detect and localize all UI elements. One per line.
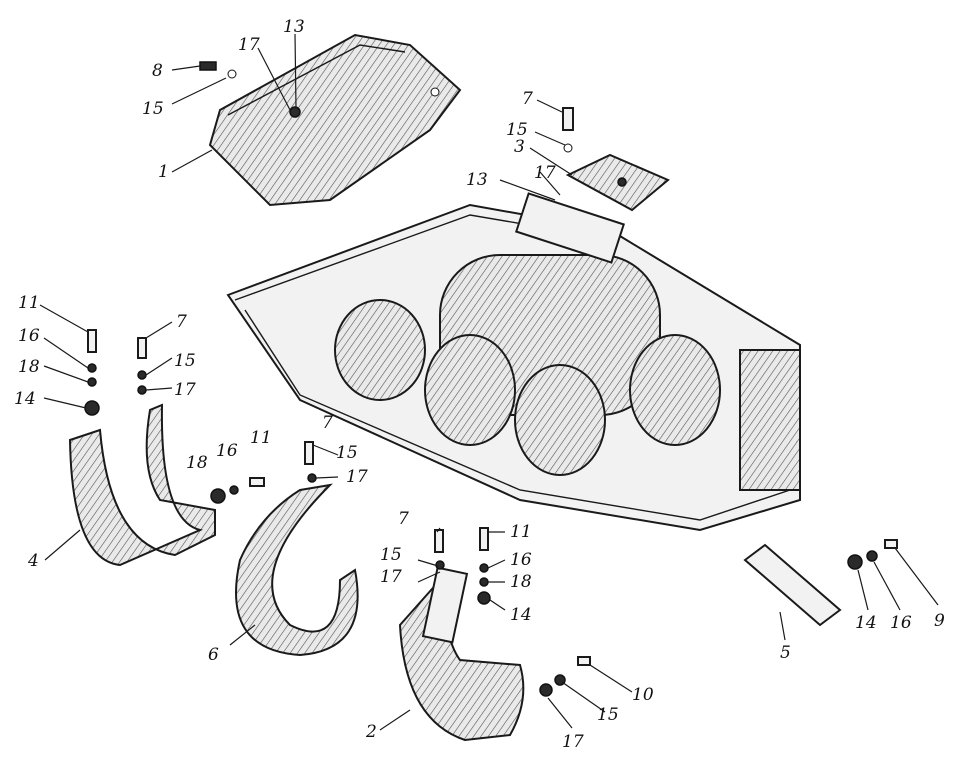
callout-15-bottom: 15 — [597, 705, 619, 725]
callout-14-left: 14 — [14, 389, 36, 409]
callout-3: 3 — [514, 137, 525, 157]
callout-15-right: 15 — [506, 120, 528, 140]
callout-18-lower: 18 — [510, 572, 532, 592]
callout-16-lower: 16 — [510, 550, 532, 570]
callout-labels: 1 2 3 4 5 6 7 7 7 7 8 9 10 11 11 11 13 1… — [14, 17, 945, 752]
callout-1: 1 — [158, 162, 169, 182]
callout-16-left: 16 — [18, 326, 40, 346]
callout-4: 4 — [27, 551, 39, 571]
callout-11-center: 11 — [250, 428, 272, 448]
callout-17-center: 17 — [346, 467, 368, 487]
callout-17-bottom: 17 — [562, 732, 584, 752]
part-3-plate — [565, 153, 670, 212]
leader-lines — [39, 33, 939, 731]
callout-15-top: 15 — [142, 99, 164, 119]
part-6-u-channel — [235, 483, 359, 657]
part-main-frame — [226, 192, 801, 532]
callout-13-right: 13 — [466, 170, 488, 190]
callout-15-lower: 15 — [380, 545, 402, 565]
part-4-housing — [68, 403, 216, 567]
callout-15-center: 15 — [336, 443, 358, 463]
callout-16-right: 16 — [890, 613, 912, 633]
callout-17-left: 17 — [174, 380, 196, 400]
callout-13-top: 13 — [283, 17, 305, 37]
callout-16-center: 16 — [216, 441, 238, 461]
callout-5: 5 — [780, 643, 791, 663]
callout-2: 2 — [365, 722, 377, 742]
callout-10: 10 — [632, 685, 654, 705]
callout-14-right: 14 — [855, 613, 877, 633]
callout-7-left: 7 — [176, 312, 187, 332]
callout-6: 6 — [208, 645, 219, 665]
callout-11-lower: 11 — [510, 522, 532, 542]
fasteners — [84, 61, 898, 697]
callout-8: 8 — [152, 61, 163, 81]
part-1-cover-plate — [208, 33, 462, 207]
callout-18-center: 18 — [186, 453, 208, 473]
callout-9: 9 — [934, 611, 945, 631]
callout-18-left: 18 — [18, 357, 40, 377]
callout-7-lower: 7 — [398, 509, 409, 529]
callout-17-lower: 17 — [380, 567, 402, 587]
callout-7-top: 7 — [522, 89, 533, 109]
callout-14-lower: 14 — [510, 605, 532, 625]
part-5-bracket — [743, 543, 842, 627]
callout-11-left: 11 — [18, 293, 40, 313]
callout-7-center: 7 — [322, 413, 333, 433]
part-2-housing — [398, 566, 525, 742]
callout-15-left: 15 — [174, 351, 196, 371]
callout-17-right: 17 — [534, 163, 556, 183]
callout-17-top: 17 — [238, 35, 260, 55]
